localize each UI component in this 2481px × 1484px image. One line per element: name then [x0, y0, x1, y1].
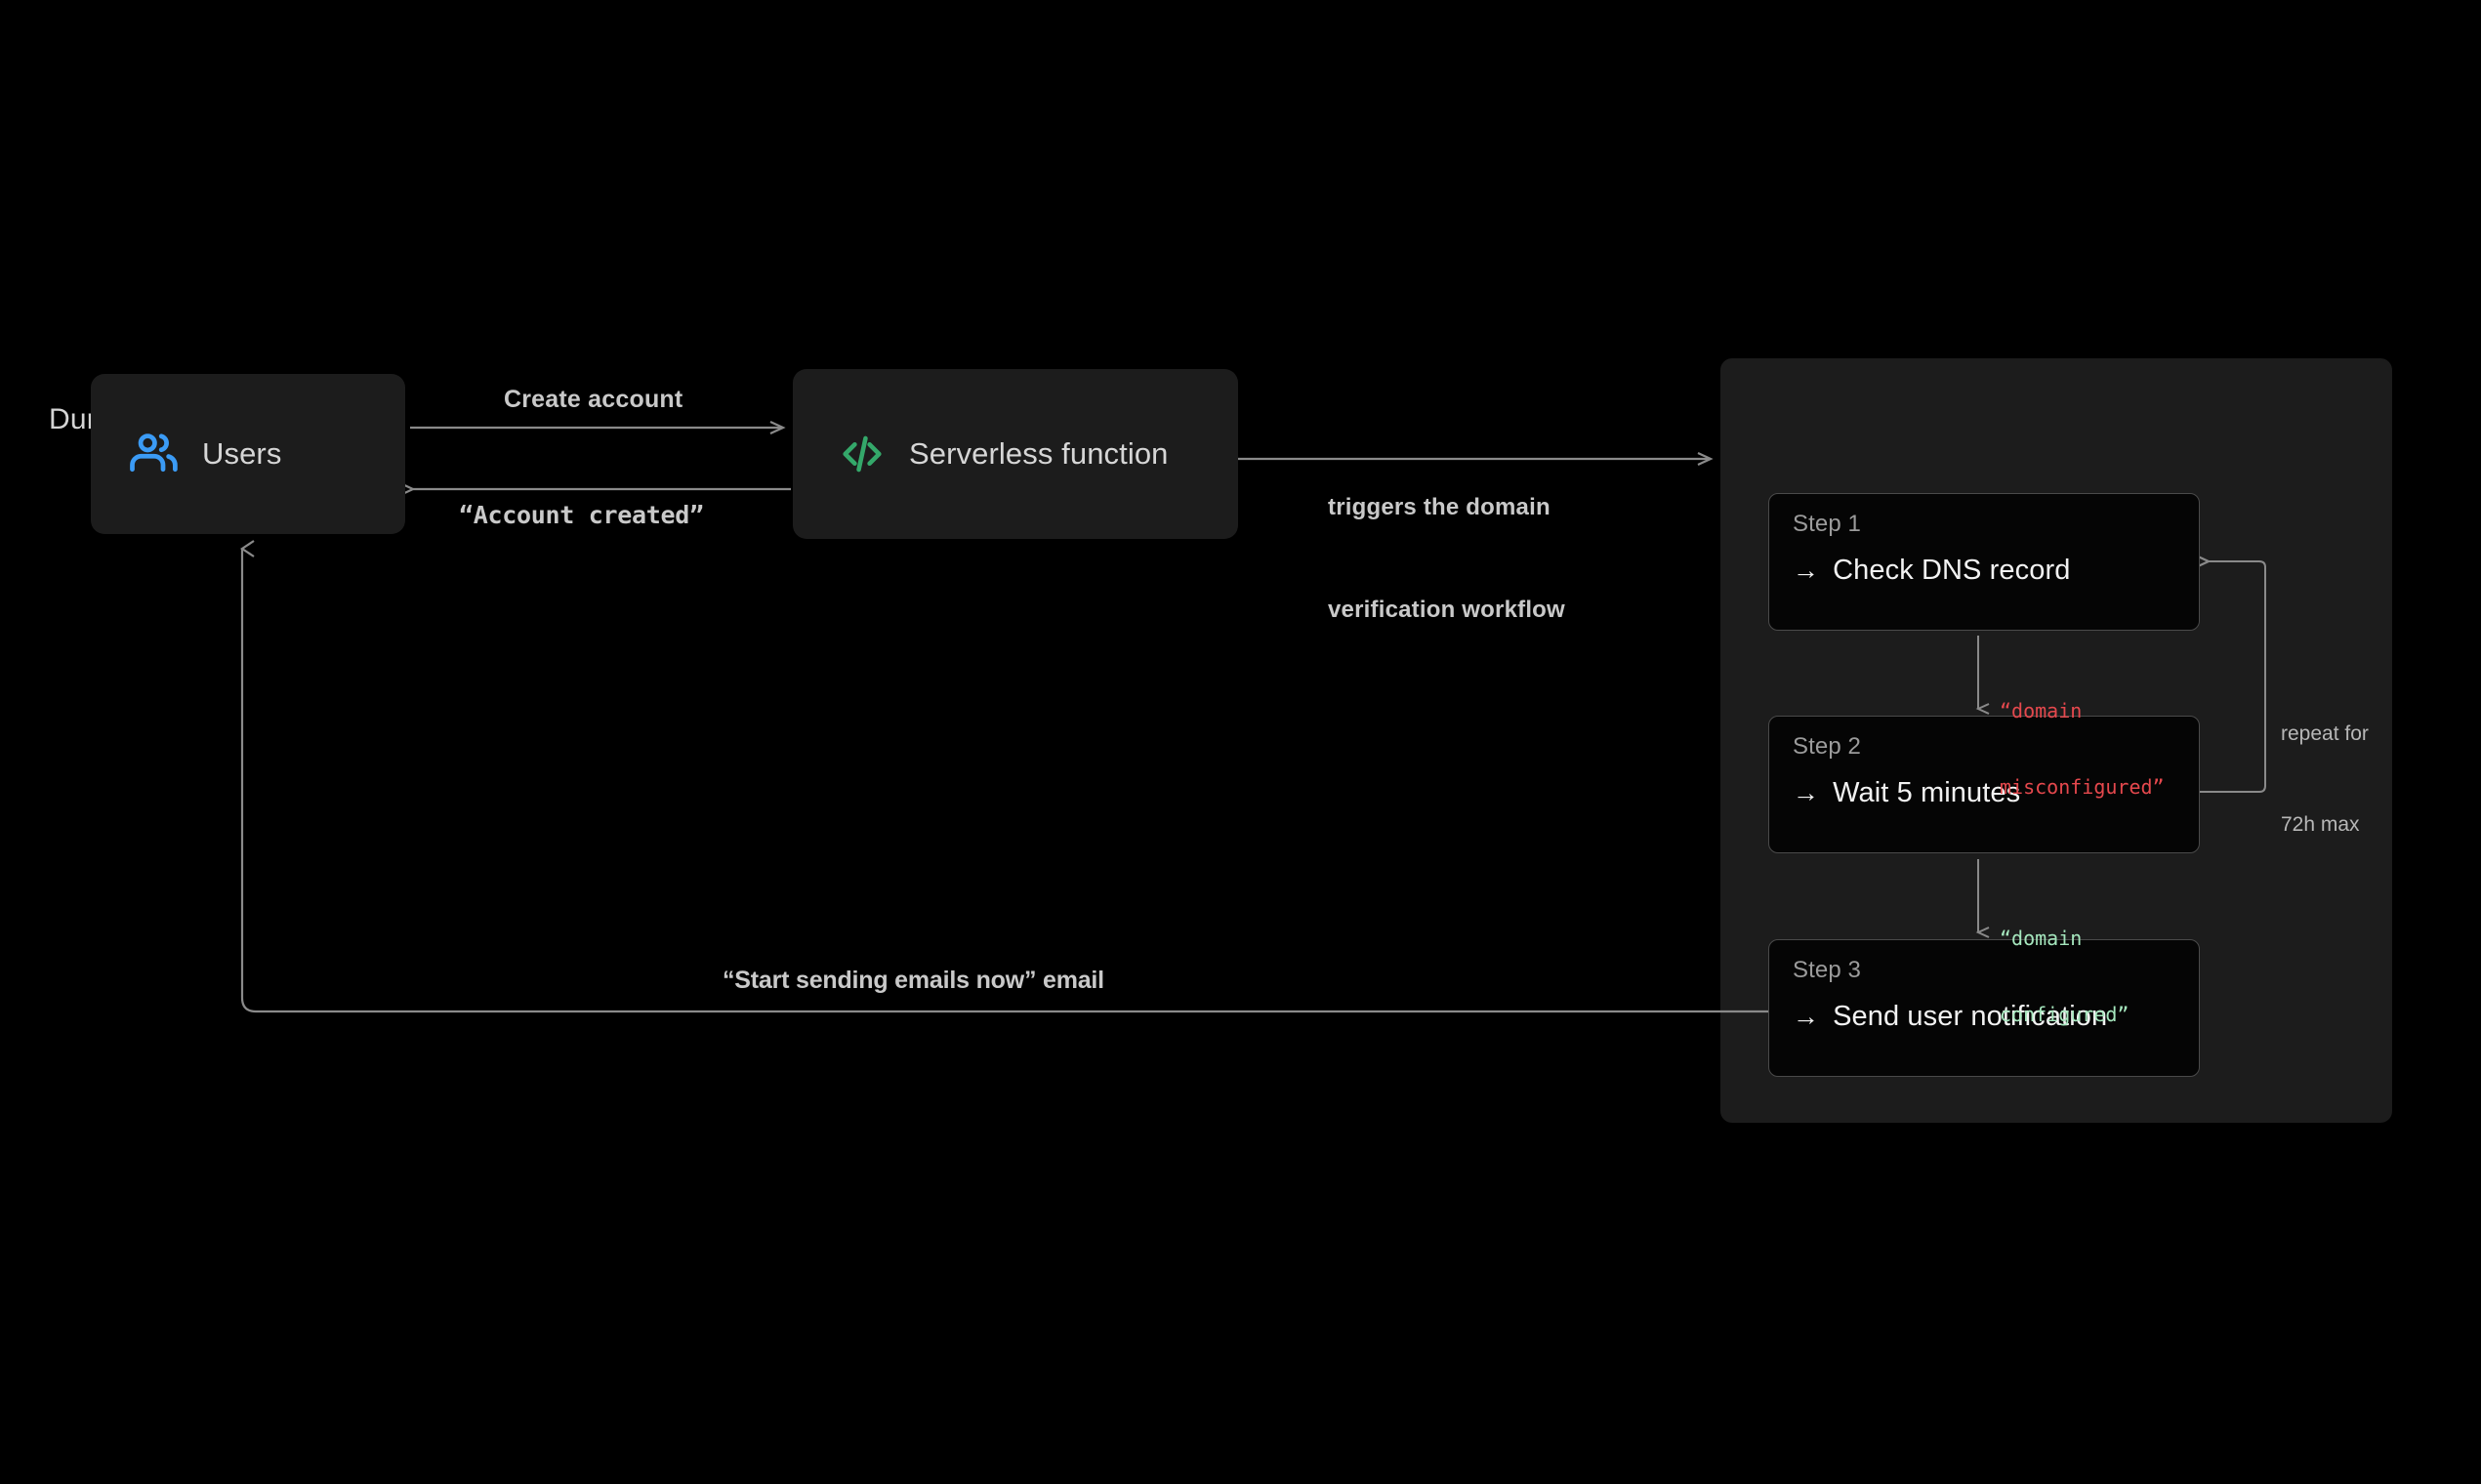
arrow-right-icon: →: [1793, 778, 1820, 807]
step-2-kicker: Step 2: [1793, 733, 1861, 760]
edge-label-triggers-line2: verification workflow: [1328, 597, 1565, 623]
step-2-action: → Wait 5 minutes: [1793, 777, 2199, 809]
edge-label-misconfigured-line2: misconfigured”: [2000, 775, 2165, 799]
edge-label-start-sending-email: “Start sending emails now” email: [723, 967, 1104, 994]
step-1-kicker: Step 1: [1793, 511, 1861, 537]
step-1-action-label: Check DNS record: [1833, 555, 2071, 586]
edge-label-configured-line1: “domain: [2000, 927, 2083, 950]
edge-label-repeat-loop: repeat for 72h max: [2281, 658, 2369, 900]
node-users[interactable]: Users: [91, 374, 405, 534]
node-users-label: Users: [202, 436, 282, 471]
step-card-1[interactable]: Step 1 → Check DNS record: [1768, 493, 2200, 631]
edge-label-repeat-line1: repeat for: [2281, 722, 2369, 745]
edge-label-domain-misconfigured: “domain misconfigured”: [2000, 647, 2165, 850]
edge-label-repeat-line2: 72h max: [2281, 813, 2360, 836]
step-card-2[interactable]: Step 2 → Wait 5 minutes: [1768, 716, 2200, 853]
edge-label-create-account: Create account: [504, 386, 683, 413]
step-3-action: → Send user notification: [1793, 1001, 2199, 1033]
edge-label-configured-line2: configured”: [2000, 1003, 2130, 1026]
step-3-kicker: Step 3: [1793, 957, 1861, 983]
node-serverless-function[interactable]: Serverless function: [793, 369, 1238, 539]
users-icon: [128, 428, 181, 480]
step-3-action-label: Send user notification: [1833, 1001, 2108, 1032]
step-1-action: → Check DNS record: [1793, 555, 2199, 587]
code-brackets-icon: [837, 429, 888, 479]
step-card-3[interactable]: Step 3 → Send user notification: [1768, 939, 2200, 1077]
node-serverless-function-label: Serverless function: [909, 436, 1169, 471]
step-2-action-label: Wait 5 minutes: [1833, 777, 2021, 808]
edge-label-triggers-workflow: triggers the domain verification workflo…: [1328, 422, 1565, 695]
edge-label-account-created: “Account created”: [459, 501, 704, 529]
arrow-right-icon: →: [1793, 556, 1820, 585]
edge-label-domain-configured: “domain configured”: [2000, 875, 2129, 1078]
arrow-right-icon: →: [1793, 1002, 1820, 1031]
edge-label-triggers-line1: triggers the domain: [1328, 494, 1551, 520]
edge-label-misconfigured-line1: “domain: [2000, 699, 2083, 722]
